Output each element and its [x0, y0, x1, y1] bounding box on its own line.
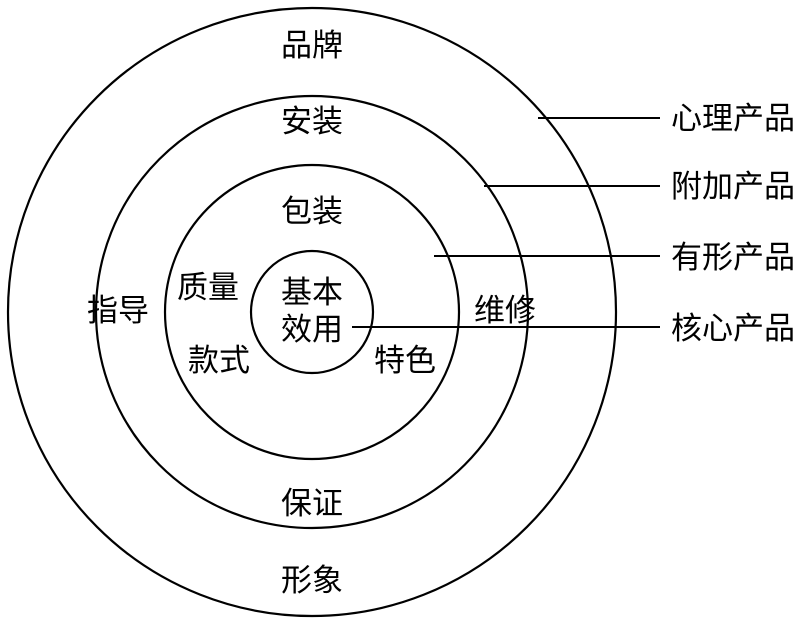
layer-name-core: 核心产品	[671, 311, 795, 347]
ring-tangible	[163, 163, 461, 461]
ring-psychological	[6, 6, 618, 618]
item-utility: 效用	[281, 312, 343, 348]
item-guidance: 指导	[87, 293, 149, 329]
item-quality: 质量	[177, 270, 239, 306]
item-warranty: 保证	[281, 486, 343, 522]
item-brand: 品牌	[281, 28, 343, 64]
item-packaging: 包装	[281, 194, 343, 230]
item-image: 形象	[281, 563, 343, 599]
ring-core	[249, 249, 375, 375]
item-repair: 维修	[474, 293, 536, 329]
ring-augmented	[94, 94, 530, 530]
layer-name-augmented: 附加产品	[671, 169, 795, 205]
item-basic: 基本	[281, 275, 343, 311]
layer-name-tangible: 有形产品	[671, 240, 795, 276]
item-feature: 特色	[374, 343, 436, 379]
layer-name-psychological: 心理产品	[671, 101, 795, 137]
item-style: 款式	[188, 343, 250, 379]
item-installation: 安装	[281, 104, 343, 140]
